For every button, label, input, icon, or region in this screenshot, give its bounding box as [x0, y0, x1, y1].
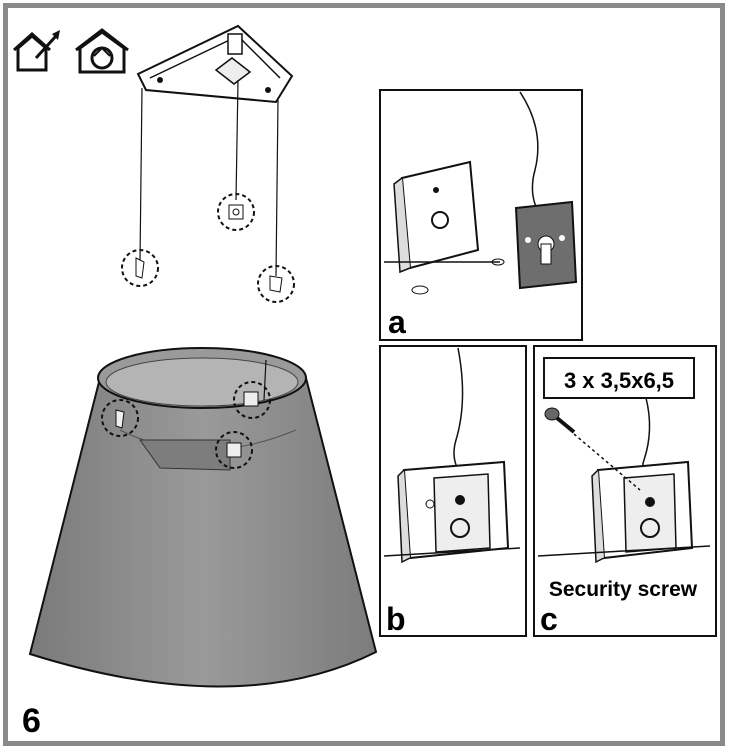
- hanging-wires: [139, 79, 279, 277]
- panel-c: [533, 345, 717, 637]
- panel-c-label: c: [540, 601, 558, 637]
- panel-a-label: a: [388, 304, 406, 340]
- security-screw-caption: Security screw: [549, 578, 698, 601]
- security-screw-icon: [544, 407, 576, 434]
- wire-clip-left: [121, 249, 159, 287]
- conical-hood: [28, 347, 378, 688]
- panel-a: [379, 89, 583, 341]
- panel-b-label: b: [386, 601, 406, 637]
- panel-b: [379, 345, 527, 637]
- screw-spec-label: 3 x 3,5x6,5: [564, 368, 674, 393]
- wire-clip-center: [217, 193, 255, 231]
- step-number: 6: [22, 702, 41, 740]
- ceiling-bracket: [136, 24, 294, 104]
- wire-clip-right: [257, 265, 295, 303]
- installer-tool-icon: [13, 30, 60, 72]
- recycle-house-icon: [75, 28, 129, 74]
